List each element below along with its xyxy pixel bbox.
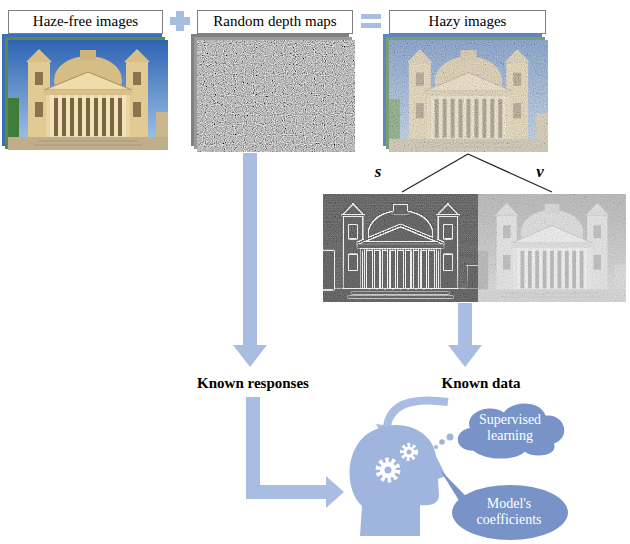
channel-label: s <box>375 162 382 182</box>
equals-symbol <box>361 23 381 28</box>
head-icon <box>404 447 415 458</box>
speech-bubble: Model's coefficients <box>440 484 570 541</box>
node-text: Supervised learning <box>467 412 553 444</box>
channel-label: v <box>536 162 544 182</box>
hazy-photo <box>383 34 548 152</box>
bubble-outline <box>452 485 568 540</box>
saturation-map <box>323 194 478 302</box>
text-box: Hazy images <box>389 10 546 34</box>
head-icon <box>380 462 396 478</box>
plus-symbol <box>176 11 184 31</box>
branch-line <box>402 154 468 192</box>
text-box: Haze-free images <box>8 10 163 34</box>
curved-arrow <box>387 400 448 426</box>
head-icon <box>350 425 446 536</box>
text-box: Random depth maps <box>197 10 353 34</box>
flow-arrow <box>458 303 472 346</box>
hazy-photo <box>389 40 548 152</box>
head-icon <box>407 450 412 455</box>
flow-label: Known data <box>442 375 521 392</box>
head-icon <box>402 445 416 459</box>
equals-symbol <box>361 14 381 28</box>
head-icon <box>350 425 446 536</box>
plus-symbol <box>170 11 190 31</box>
depth-map-noise <box>191 34 355 152</box>
haze-free-photo <box>8 40 168 150</box>
haze-free-photo <box>2 34 168 150</box>
bubble-tail <box>440 469 466 502</box>
flow-arrow <box>243 153 257 346</box>
hazy-photo <box>389 40 548 152</box>
flow-arrow <box>233 345 267 367</box>
thought-dots <box>439 439 445 445</box>
head-icon <box>385 467 392 474</box>
equals-symbol <box>361 14 381 19</box>
flow-arrow <box>448 345 482 367</box>
value-map <box>478 194 626 302</box>
head-icon <box>378 460 398 480</box>
node-text: Model's coefficients <box>466 496 552 528</box>
thought-cloud: Supervised learning <box>449 397 571 459</box>
saturation-map <box>323 194 478 302</box>
value-map <box>478 194 626 302</box>
saturation-map <box>323 194 478 302</box>
node-text: Haze-free images <box>33 13 138 30</box>
node-text: Hazy images <box>429 13 507 30</box>
branch-line <box>468 154 552 192</box>
hazy-photo <box>389 40 548 152</box>
flow-label: Known responses <box>197 375 309 392</box>
node-text: Random depth maps <box>213 13 336 30</box>
depth-map-noise <box>197 40 355 152</box>
flow-arrow <box>246 397 344 508</box>
cloud-outline <box>458 403 564 458</box>
thought-dots <box>434 434 454 450</box>
saturation-map <box>323 194 478 302</box>
thought-dots <box>447 434 454 441</box>
value-map <box>478 194 626 302</box>
thought-dots <box>434 445 438 449</box>
branch-line <box>402 154 552 192</box>
